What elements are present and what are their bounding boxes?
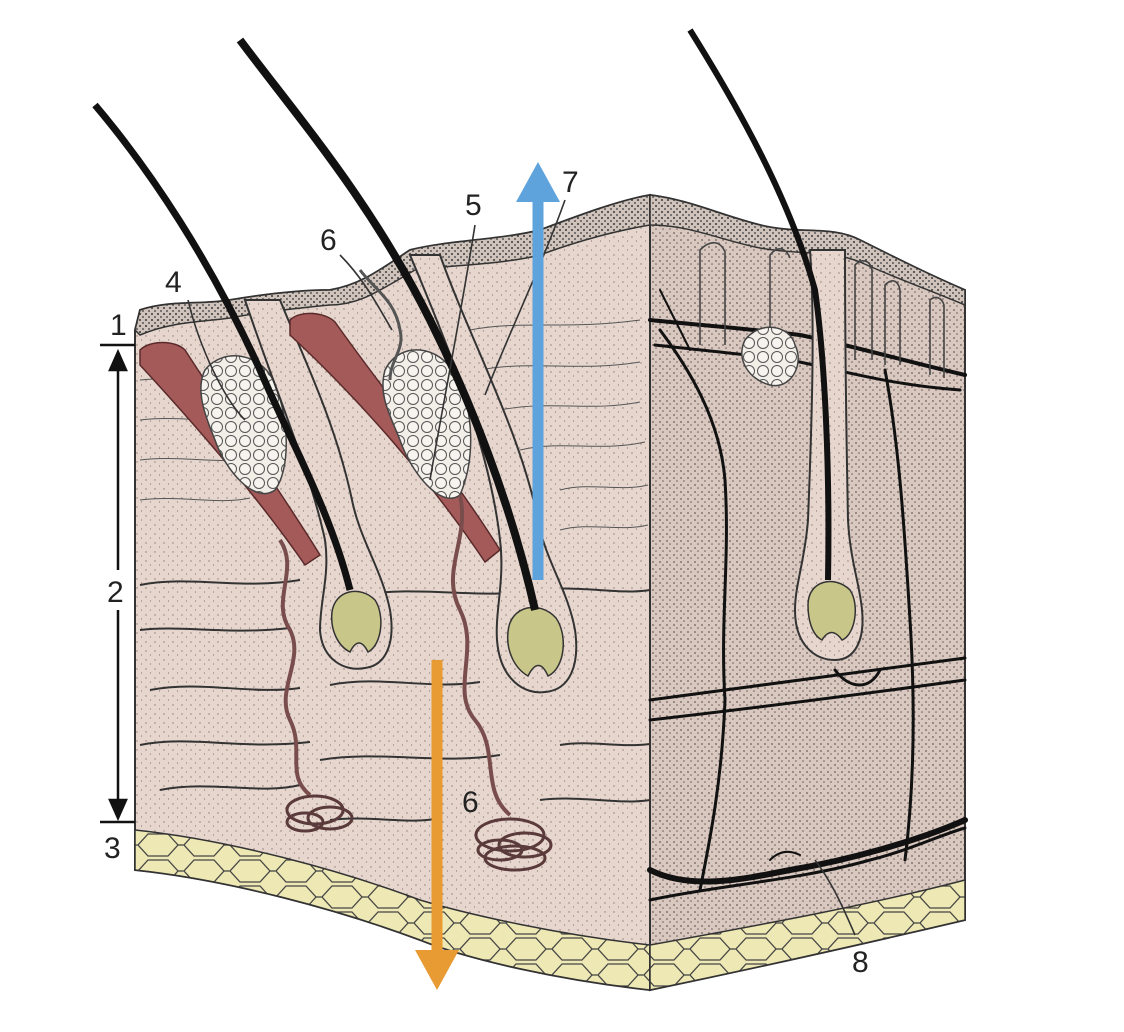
epidermis-right [649,194,966,307]
sweat-duct-1 [278,538,312,797]
capillary-loops [699,241,945,378]
hair-right [687,28,832,581]
papilla-1 [330,590,382,654]
leader-lines [187,199,856,936]
sweat-duct-top-2 [358,269,403,381]
papilla-right [807,580,857,641]
label-4: 4 [165,266,182,299]
label-1: 1 [110,309,127,342]
label-8: 8 [852,946,869,979]
label-6-bottom: 6 [462,786,479,819]
label-2: 2 [107,576,124,609]
label-3: 3 [104,832,121,865]
papilla-2 [506,606,564,678]
hypodermis-right [649,879,966,991]
label-7: 7 [562,166,579,199]
front-face [134,193,651,992]
follicle-group-1 [92,102,393,833]
arrector-muscle-2 [289,312,501,564]
right-face [647,28,968,992]
hair-shaft-1 [92,102,354,591]
follicle-sheath-1 [243,299,393,670]
label-6-top: 6 [320,224,337,257]
sweat-gland-1 [285,794,354,833]
labels: 1 2 3 4 5 6 6 7 8 [104,166,869,979]
sweat-duct-2 [450,494,512,817]
layer-markers [100,343,135,824]
sebaceous-gland-2 [382,349,472,499]
sebaceous-gland-right [741,326,799,387]
follicle-group-2 [236,37,578,872]
arrow-upward [516,162,560,580]
arrow-downward [415,660,459,990]
label-5: 5 [465,189,482,222]
blood-vessels [647,289,968,902]
sweat-gland-2 [474,817,553,872]
hair-shaft-2 [236,37,539,611]
